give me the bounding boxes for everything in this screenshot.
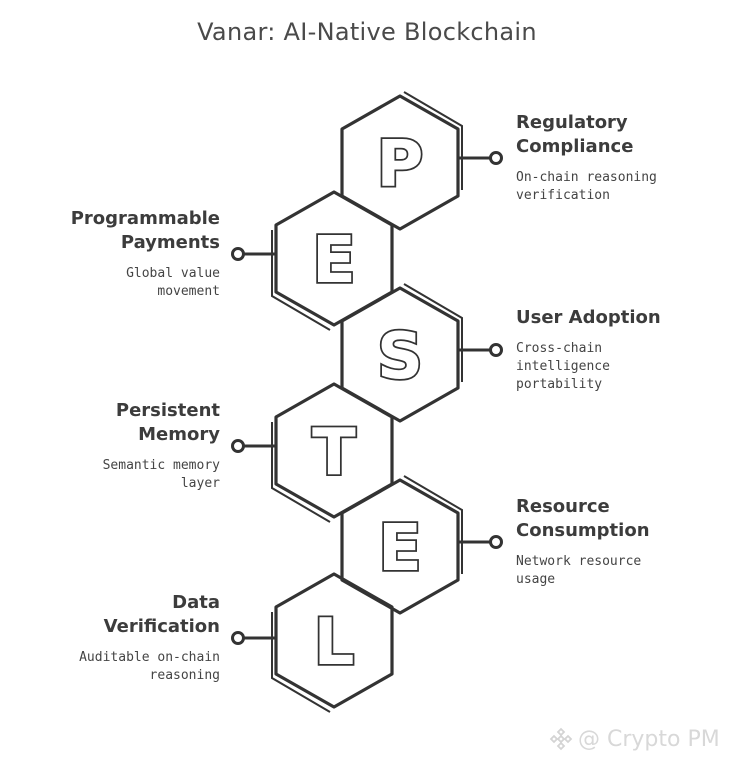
page-title: Vanar: AI-Native Blockchain [197,18,537,46]
connector-dot [489,535,503,549]
label-heading: Resource Consumption [516,496,650,541]
letter-s: S [377,320,423,394]
hexagon-s [340,286,460,423]
watermark: @ Crypto PM [548,726,720,752]
label-description: Auditable on-chain reasoning [79,650,220,683]
label-regulatory-compliance: Regulatory Compliance On-chain reasoning… [516,111,657,205]
label-heading: Data Verification [103,592,220,637]
label-heading: Programmable Payments [70,208,220,253]
connector-dot [489,343,503,357]
label-description: Global value movement [126,266,220,299]
hexagon-e2 [340,478,460,615]
letter-e: E [378,512,422,586]
label-heading: User Adoption [516,307,661,328]
hexagon-t [274,382,394,519]
connector-dot [231,439,245,453]
letter-t: T [312,416,356,490]
letter-e: E [312,224,356,298]
label-programmable-payments: Programmable Payments Global value movem… [71,207,220,301]
label-description: Network resource usage [516,554,642,587]
watermark-text: @ Crypto PM [578,726,720,752]
label-description: Semantic memory layer [102,458,220,491]
connector-dot [231,631,245,645]
label-heading: Regulatory Compliance [516,112,634,157]
label-user-adoption: User Adoption Cross-chain intelligence p… [516,306,661,394]
label-resource-consumption: Resource Consumption Network resource us… [516,495,650,589]
label-description: On-chain reasoning verification [516,170,657,203]
label-data-verification: Data Verification Auditable on-chain rea… [79,591,220,685]
hexagon-l [274,572,394,709]
hexagon-p [340,94,460,231]
connector-dot [489,151,503,165]
connector-dot [231,247,245,261]
label-heading: Persistent Memory [115,400,220,445]
letter-l: L [314,606,355,680]
label-persistent-memory: Persistent Memory Semantic memory layer [103,399,220,493]
letter-p: P [377,128,424,202]
label-description: Cross-chain intelligence portability [516,341,610,392]
hexagon-e1 [274,190,394,327]
binance-logo-icon [549,727,573,751]
